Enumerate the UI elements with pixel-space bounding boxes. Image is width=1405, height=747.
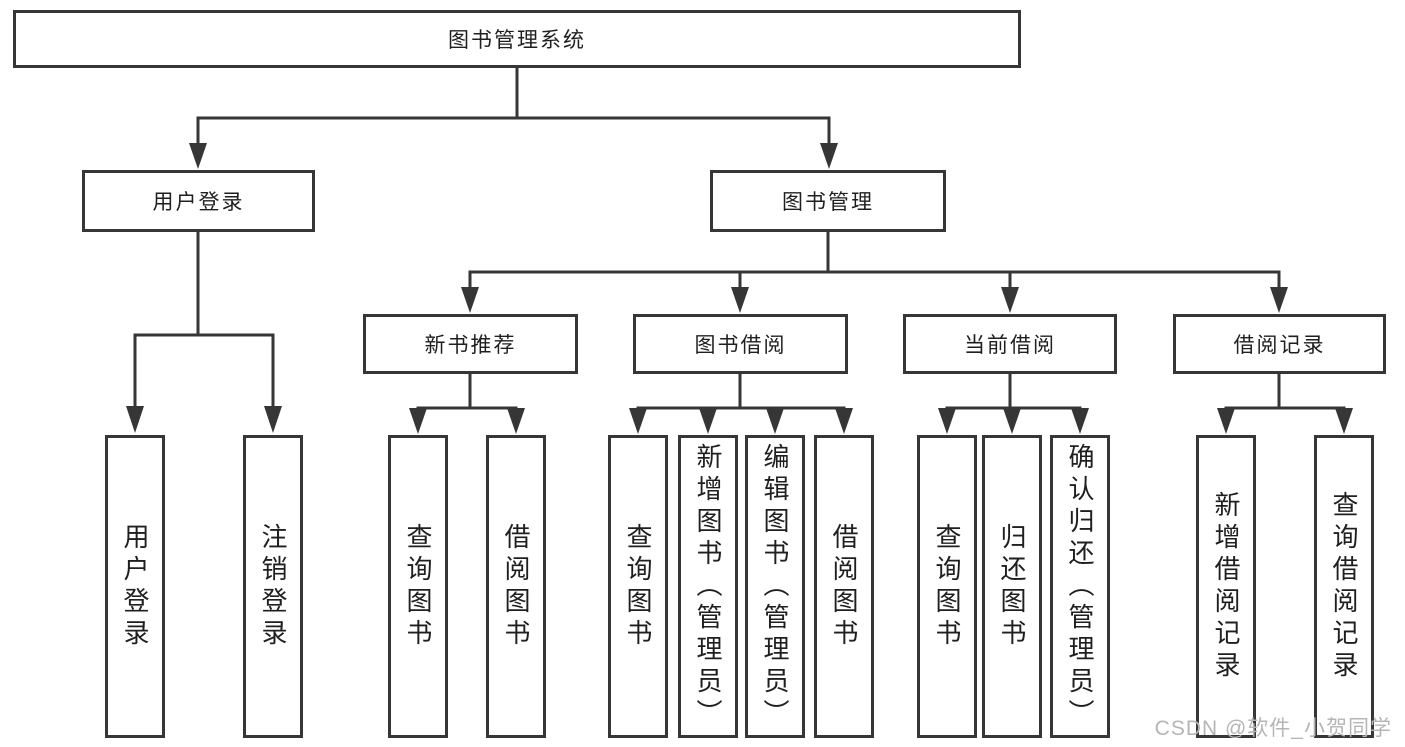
node-label: 查询图书 [403, 522, 433, 651]
node-label: 新书推荐 [424, 334, 517, 357]
node-label: 借阅图书 [829, 522, 859, 651]
node-label: 确认归还（管理员） [1065, 442, 1095, 731]
node-label: 用户登录 [152, 191, 245, 214]
node-label: 编辑图书（管理员） [760, 442, 790, 731]
node-label: 图书管理 [782, 191, 874, 214]
node-add-borrow-record: 新增借阅记录 [1196, 435, 1256, 738]
watermark-text: CSDN @软件_小贺同学 [1154, 717, 1392, 740]
node-book-borrowing: 图书借阅 [633, 314, 848, 374]
node-borrowing-records: 借阅记录 [1173, 314, 1386, 374]
node-label: 图书借阅 [694, 334, 787, 357]
node-query-books-recommend: 查询图书 [388, 435, 448, 738]
node-borrow-books: 借阅图书 [814, 435, 874, 738]
node-current-borrowing: 当前借阅 [903, 314, 1117, 374]
arrowheads [126, 143, 1353, 434]
node-book-management: 图书管理 [710, 170, 946, 232]
node-user-login-branch: 用户登录 [82, 170, 315, 232]
node-label: 归还图书 [997, 522, 1027, 651]
node-borrow-books-recommend: 借阅图书 [486, 435, 546, 738]
node-query-books-current: 查询图书 [917, 435, 977, 738]
node-query-borrow-record: 查询借阅记录 [1314, 435, 1374, 738]
node-label: 新增图书（管理员） [693, 442, 723, 731]
node-label: 查询图书 [932, 522, 962, 651]
node-label: 查询图书 [623, 522, 653, 651]
node-new-book-recommendation: 新书推荐 [363, 314, 578, 374]
node-label: 查询借阅记录 [1329, 490, 1359, 683]
node-user-login: 用户登录 [105, 435, 165, 738]
node-edit-book-admin: 编辑图书（管理员） [745, 435, 805, 738]
node-label: 当前借阅 [964, 334, 1056, 357]
node-label: 图书管理系统 [448, 29, 586, 52]
node-logout: 注销登录 [243, 435, 303, 738]
node-add-book-admin: 新增图书（管理员） [678, 435, 738, 738]
node-label: 借阅图书 [501, 522, 531, 651]
node-label: 新增借阅记录 [1211, 490, 1241, 683]
node-return-books: 归还图书 [982, 435, 1042, 738]
node-library-management-system: 图书管理系统 [13, 10, 1021, 68]
node-confirm-return-admin: 确认归还（管理员） [1050, 435, 1110, 738]
node-label: 用户登录 [120, 522, 150, 651]
node-label: 借阅记录 [1233, 334, 1326, 357]
node-query-books-borrowing: 查询图书 [608, 435, 668, 738]
node-label: 注销登录 [258, 522, 288, 651]
